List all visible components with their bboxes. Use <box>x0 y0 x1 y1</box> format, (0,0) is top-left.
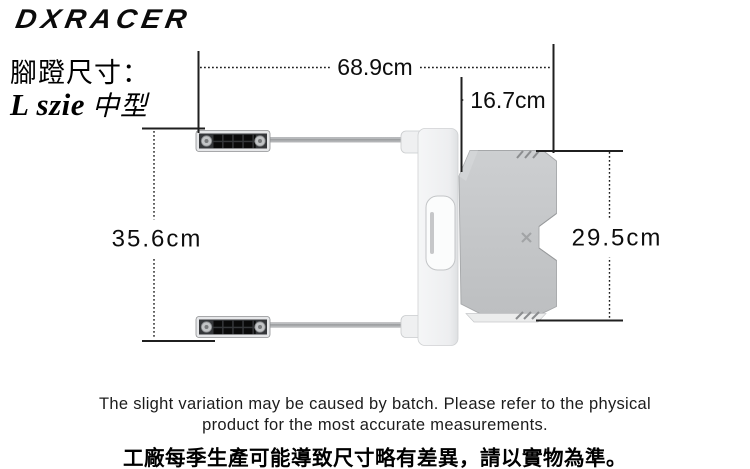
dim-label-overall-width: 68.9cm <box>330 52 420 82</box>
bottom-rod <box>263 322 417 328</box>
bottom-grip-pad <box>195 316 271 338</box>
dim-label-pad-height: 29.5cm <box>566 218 668 258</box>
pad-bottom-ridges <box>515 311 540 320</box>
page-title: 腳蹬尺寸： <box>10 58 150 88</box>
top-rod <box>263 137 417 143</box>
disclaimer-en-line1: The slight variation may be caused by ba… <box>98 395 652 413</box>
top-grip-pad <box>195 130 271 152</box>
connecting-rods <box>263 137 417 328</box>
disclaimer: The slight variation may be caused by ba… <box>0 394 750 469</box>
pad-notch-shade <box>538 213 557 261</box>
dim-label-bracket-width: 16.7cm <box>463 85 553 115</box>
pad-top-ridges <box>516 150 540 159</box>
pad-top-left-bevel <box>459 150 478 181</box>
pad-body <box>458 150 557 314</box>
size-label-en: L szie <box>10 87 86 122</box>
disclaimer-en-line2: product for the most accurate measuremen… <box>202 416 548 434</box>
handle-brand-strip <box>430 212 434 254</box>
size-label-zh: 中型 <box>92 91 149 121</box>
footrest-pad <box>458 150 557 323</box>
mounting-frame <box>400 128 459 346</box>
x-logo-mark <box>521 232 532 243</box>
dim-label-overall-depth: 35.6cm <box>106 219 208 259</box>
disclaimer-zh: 工廠每季生產可能導致尺寸略有差異，請以實物為準。 <box>123 447 627 469</box>
